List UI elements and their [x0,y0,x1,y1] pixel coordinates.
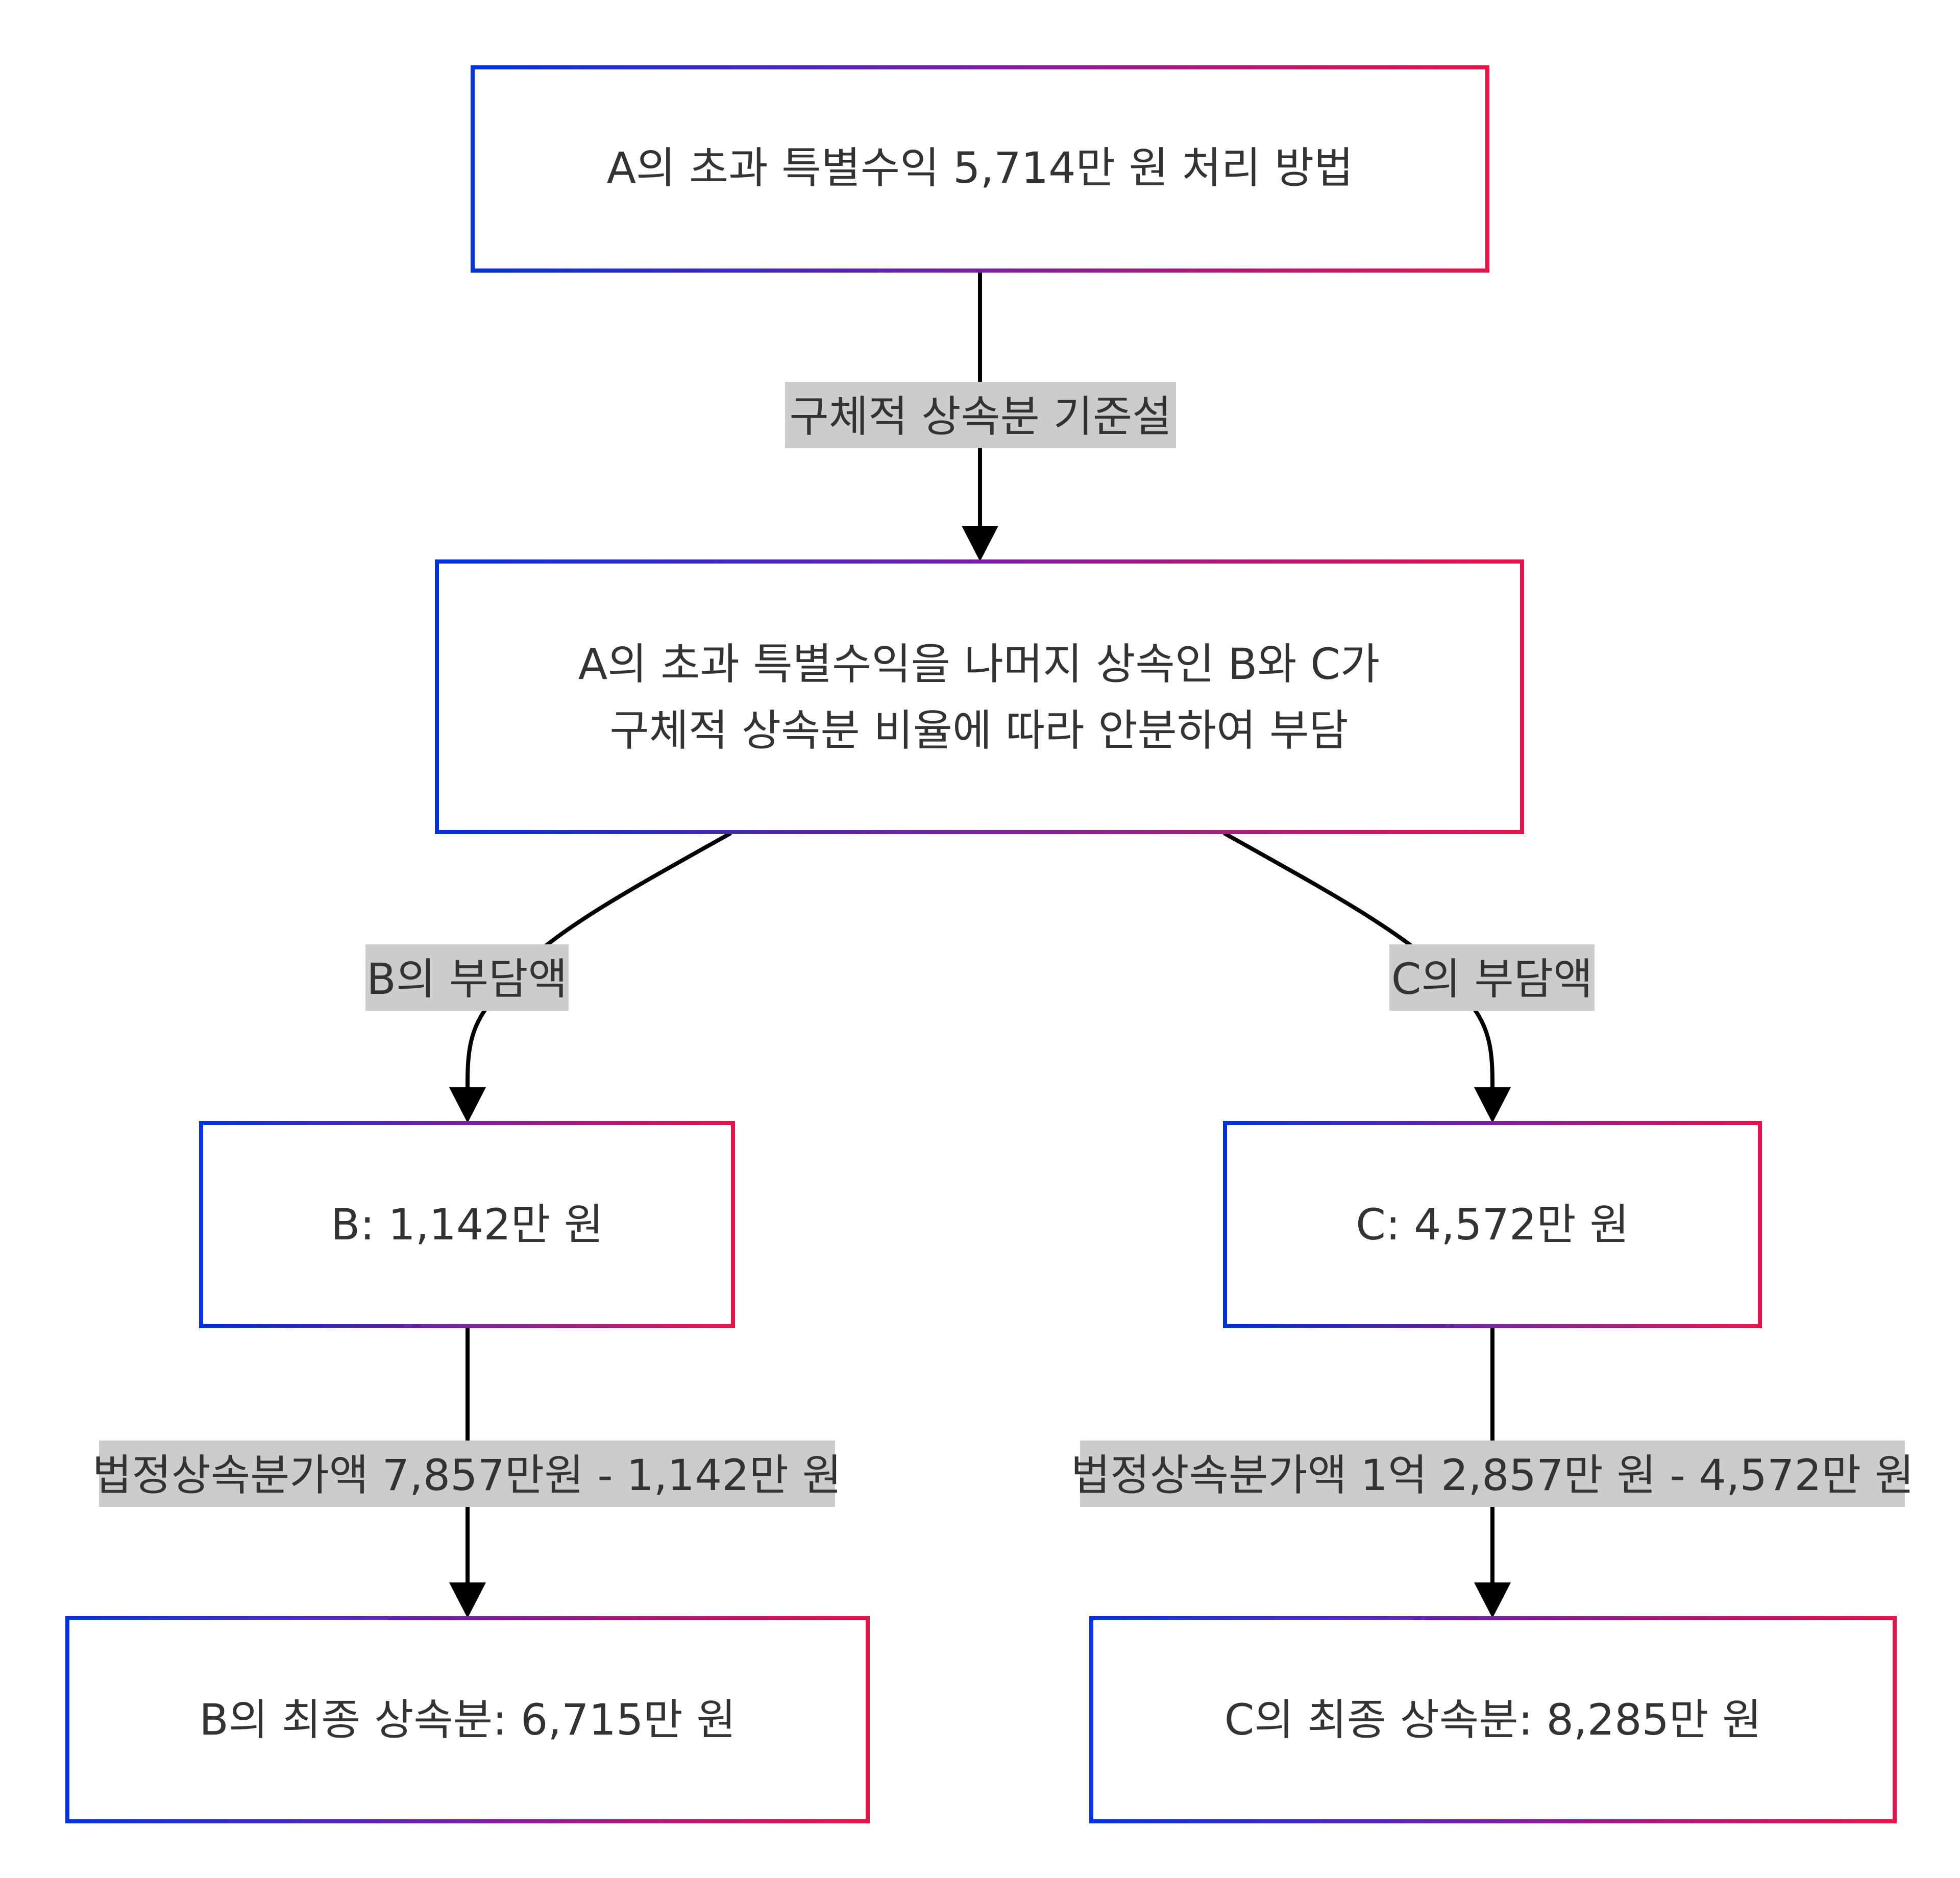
arrowhead [962,526,998,562]
edge-label-text: B의 부담액 [366,954,567,1004]
edge-label-text: 구체적 상속분 기준설 [790,392,1172,442]
edge-label-root-to-middle: 구체적 상속분 기준설 [785,382,1176,448]
node-c-share-label: C: 4,572만 원 [1356,1200,1629,1250]
edge-label-c-to-final: 법정상속분가액 1억 2,857만 원 - 4,572만 원 [1071,1441,1914,1507]
arrowhead [449,1087,486,1123]
node-c-final: C의 최종 상속분: 8,285만 원 [1089,1616,1897,1823]
node-b-share-label: B: 1,142만 원 [331,1200,603,1250]
edge-label-middle-to-c: C의 부담액 [1389,944,1595,1011]
node-c-share: C: 4,572만 원 [1223,1121,1762,1328]
node-b-final-label: B의 최종 상속분: 6,715만 원 [199,1695,736,1745]
edge-label-middle-to-b: B의 부담액 [365,944,569,1011]
edge-label-b-to-final: 법정상속분가액 7,857만원 - 1,142만 원 [92,1441,842,1507]
node-c-final-label: C의 최종 상속분: 8,285만 원 [1224,1695,1761,1745]
edge-label-text: 법정상속분가액 1억 2,857만 원 - 4,572만 원 [1071,1450,1914,1500]
edge-label-text: 법정상속분가액 7,857만원 - 1,142만 원 [92,1450,842,1500]
node-middle-line1: A의 초과 특별수익을 나머지 상속인 B와 C가 [578,639,1380,689]
node-b-share: B: 1,142만 원 [199,1121,735,1328]
node-root-label: A의 초과 특별수익 5,714만 원 처리 방법 [607,143,1354,193]
arrowhead [1474,1087,1511,1123]
arrowhead [449,1582,486,1618]
node-b-final: B의 최종 상속분: 6,715만 원 [65,1616,870,1823]
arrowhead [1474,1582,1511,1618]
node-middle: A의 초과 특별수익을 나머지 상속인 B와 C가 구체적 상속분 비율에 따라… [435,559,1524,834]
node-middle-line2: 구체적 상속분 비율에 따라 안분하여 부담 [609,705,1348,755]
edge-label-text: C의 부담액 [1391,954,1592,1004]
node-root: A의 초과 특별수익 5,714만 원 처리 방법 [471,65,1489,273]
